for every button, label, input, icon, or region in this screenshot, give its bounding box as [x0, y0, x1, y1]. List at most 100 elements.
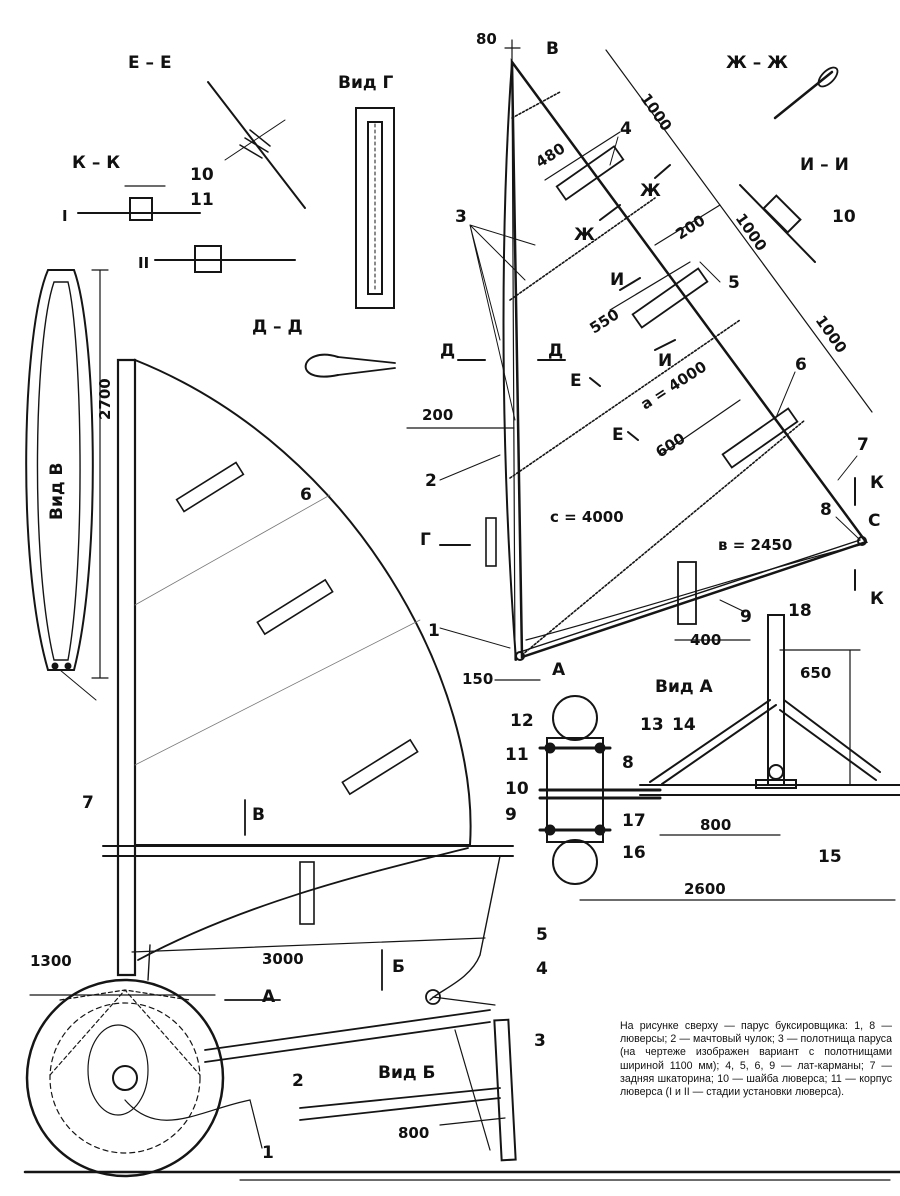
dim-650: 650	[800, 664, 831, 682]
frame-tube-2	[204, 1009, 491, 1063]
dim-1300: 1300	[30, 952, 72, 970]
section-mark-k-1: К	[870, 473, 884, 493]
dim-600: 600	[652, 429, 688, 461]
label-5: 5	[728, 273, 740, 293]
label-6-top: 6	[795, 355, 807, 375]
section-mark-d-2: Д	[548, 341, 563, 361]
point-a-top: А	[552, 660, 566, 680]
dim-550: 550	[586, 305, 622, 337]
label-17: 17	[622, 811, 646, 831]
dim-1000-mid: 1000	[732, 210, 771, 255]
dim-3000: 3000	[262, 950, 304, 968]
label-3-main: 3	[534, 1031, 546, 1051]
runner-top	[552, 695, 598, 741]
label-8-a: 8	[622, 753, 634, 773]
dim-480: 480	[532, 139, 568, 171]
label-9: 9	[740, 607, 752, 627]
label-6-main: 6	[300, 485, 312, 505]
section-mark-zh-2: Ж	[574, 225, 595, 245]
label-5-main: 5	[536, 925, 548, 945]
boom	[102, 845, 514, 857]
panel-seam	[511, 91, 561, 119]
section-mark-zh-1: Ж	[640, 181, 661, 201]
label-13: 13	[640, 715, 664, 735]
arrow-bv-main: Б	[392, 957, 405, 977]
label-3: 3	[455, 207, 467, 227]
sail-top-view	[406, 39, 873, 681]
wheel	[25, 978, 225, 1178]
kk-stage-1: I	[62, 207, 68, 225]
label-4: 4	[620, 119, 632, 139]
batten-pocket-4	[555, 145, 625, 201]
grommet-8	[857, 536, 867, 546]
label-12: 12	[510, 711, 534, 731]
dim-2700: 2700	[96, 378, 114, 420]
panel-seam	[509, 319, 741, 479]
section-title-vid-b: Вид Б	[378, 1063, 435, 1083]
label-18: 18	[788, 601, 812, 621]
label-7-main: 7	[82, 793, 94, 813]
point-b: В	[546, 39, 559, 59]
batten-pocket-9	[677, 561, 697, 625]
dim-80: 80	[476, 30, 497, 48]
dim-c-4000: с = 4000	[550, 508, 624, 526]
section-mark-i-1: И	[610, 270, 624, 290]
leech	[517, 69, 863, 537]
label-16: 16	[622, 843, 646, 863]
batten-vid-v	[25, 269, 109, 701]
label-7-top: 7	[857, 435, 869, 455]
dim-400: 400	[690, 631, 721, 649]
mast-sleeve	[502, 61, 517, 661]
section-title-vid-v: Вид В	[47, 463, 67, 520]
label-1-main: 1	[262, 1143, 274, 1163]
batten-pocket-5	[631, 267, 709, 329]
strut-14	[649, 699, 777, 785]
figure-caption: На рисунке сверху — парус буксировщика: …	[620, 1020, 892, 1099]
panel-seam	[509, 197, 656, 301]
view-a-detail	[538, 614, 900, 901]
arrow-a-main: А	[262, 987, 276, 1007]
section-mark-k-2: К	[870, 589, 884, 609]
label-2-top: 2	[425, 471, 437, 491]
point-c: С	[868, 511, 880, 531]
label-15: 15	[818, 847, 842, 867]
label-8-top: 8	[820, 500, 832, 520]
section-kk-detail	[77, 185, 296, 273]
label-14: 14	[672, 715, 696, 735]
dim-800-main: 800	[398, 1124, 429, 1142]
runner-bottom	[552, 839, 598, 885]
dim-2600: 2600	[684, 880, 726, 898]
dim-1000-lower: 1000	[812, 312, 851, 357]
label-4-main: 4	[536, 959, 548, 979]
section-mark-g: Г	[420, 530, 431, 550]
section-dd-detail	[304, 353, 396, 378]
label-10: 10	[832, 207, 856, 227]
kk-label-11: 11	[190, 190, 214, 210]
section-title-ii: И – И	[800, 155, 849, 175]
panel-seam	[521, 419, 806, 656]
label-11: 11	[505, 745, 529, 765]
label-10-a: 10	[505, 779, 529, 799]
section-ii-detail	[739, 184, 816, 263]
dim-150: 150	[462, 670, 493, 688]
section-mark-i-2: И	[658, 351, 672, 371]
arrow-b-main: В	[252, 805, 265, 825]
kk-stage-2: II	[138, 254, 149, 272]
section-title-zhzh: Ж – Ж	[726, 53, 788, 73]
section-title-vid-g: Вид Г	[338, 73, 394, 93]
mast	[116, 358, 137, 977]
batten-pocket-6	[721, 407, 799, 469]
section-mark-e-2: Е	[612, 425, 624, 445]
section-title-dd: Д – Д	[252, 317, 303, 337]
main-sail-vehicle	[23, 358, 900, 1181]
dim-800-a: 800	[700, 816, 731, 834]
label-9-a: 9	[505, 805, 517, 825]
label-2-main: 2	[292, 1071, 304, 1091]
section-mark-d-1: Д	[440, 341, 455, 361]
section-title-ee: Е – Е	[128, 53, 172, 73]
main-sail	[134, 358, 472, 846]
dim-1000-upper: 1000	[637, 90, 676, 135]
section-title-kk: К – К	[72, 153, 120, 173]
